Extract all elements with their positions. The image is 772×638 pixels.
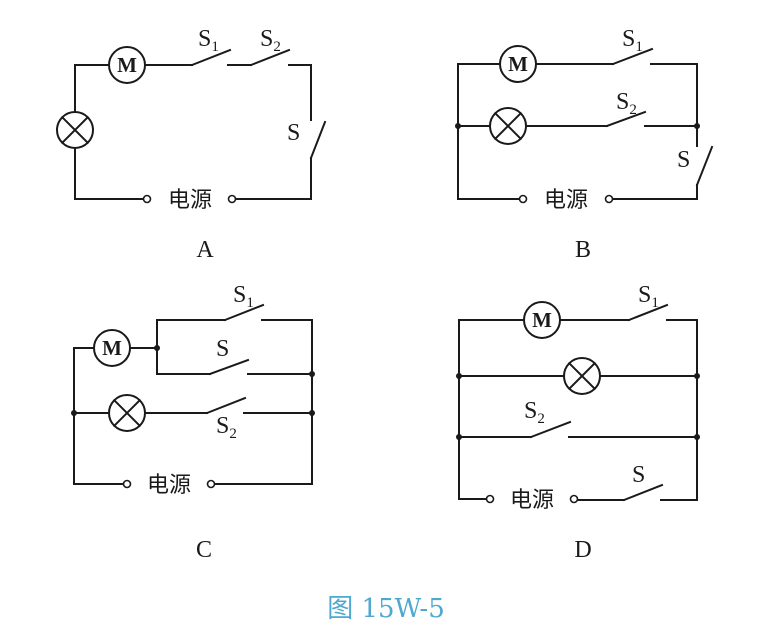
switch-label: S: [287, 120, 300, 146]
switch-label: S1: [233, 282, 254, 311]
power-terminal: [485, 494, 495, 504]
switch-label: S1: [622, 26, 643, 55]
motor-symbol: M: [93, 329, 131, 367]
lamp-icon: [489, 107, 527, 145]
switch-label: S2: [260, 26, 281, 55]
circuit-b: M 电源 S1 S2 S B: [455, 26, 714, 263]
power-terminal: [227, 194, 237, 204]
wire: [458, 319, 525, 500]
motor-label: M: [117, 53, 137, 77]
wire: [612, 184, 698, 200]
power-terminal: [604, 194, 614, 204]
switch-label: S1: [638, 282, 659, 311]
motor-label: M: [508, 52, 528, 76]
motor-symbol: M: [108, 46, 146, 84]
motor-label: M: [102, 336, 122, 360]
circuit-c: M 电源 S1 S S2 C: [71, 282, 315, 563]
motor-label: M: [532, 308, 552, 332]
junction-dot: [456, 434, 462, 440]
switch-s2-blade: [529, 420, 572, 439]
switch-label: S2: [524, 398, 545, 427]
junction-dot: [694, 434, 700, 440]
wire: [214, 319, 313, 485]
switch-label: S2: [216, 413, 237, 442]
switch-s-blade: [208, 358, 250, 376]
motor-symbol: M: [499, 45, 537, 83]
lamp-icon: [563, 357, 601, 395]
circuit-d: M 电源 S1 S2 S D: [456, 282, 700, 563]
power-source-label: 电源: [168, 188, 212, 213]
wire: [74, 147, 145, 200]
option-label: A: [196, 237, 214, 263]
lamp-icon: [108, 394, 146, 432]
motor-symbol: M: [523, 301, 561, 339]
wire: [234, 157, 312, 200]
power-terminal: [122, 479, 132, 489]
power-source-label: 电源: [544, 188, 588, 213]
option-label: C: [196, 537, 212, 563]
switch-label: S1: [198, 26, 219, 55]
wire: [650, 63, 698, 147]
figure-caption: 图 15W-5: [327, 594, 445, 624]
power-terminal: [569, 494, 579, 504]
wire: [74, 64, 110, 113]
switch-s1-blade: [611, 47, 654, 66]
switch-s-blade: [309, 120, 327, 160]
wire: [457, 63, 520, 200]
wire: [156, 319, 226, 375]
switch-label: S: [216, 336, 229, 362]
switch-s1-blade: [190, 48, 232, 67]
option-label: D: [574, 537, 591, 563]
option-label: B: [575, 237, 591, 263]
junction-dot: [309, 371, 315, 377]
power-terminal: [518, 194, 528, 204]
power-source-label: 电源: [147, 473, 191, 498]
junction-dot: [456, 373, 462, 379]
switch-s2-blade: [605, 110, 647, 128]
lamp-icon: [56, 111, 94, 149]
switch-s-blade: [695, 145, 714, 187]
circuit-a: M 电源 S1 S2 S A: [56, 26, 327, 263]
switch-s2-blade: [205, 396, 247, 415]
wire: [288, 64, 312, 121]
switch-s1-blade: [627, 303, 669, 322]
switch-s-blade: [622, 483, 664, 502]
wire: [660, 319, 698, 501]
switch-label: S: [632, 462, 645, 488]
power-source-label: 电源: [510, 488, 554, 513]
switch-s2-blade: [249, 48, 291, 67]
switch-label: S: [677, 147, 690, 173]
power-terminal: [206, 479, 216, 489]
power-terminal: [142, 194, 152, 204]
switch-s1-blade: [223, 303, 265, 322]
junction-dot: [694, 123, 700, 129]
junction-dot: [71, 410, 77, 416]
junction-dot: [694, 373, 700, 379]
junction-dot: [455, 123, 461, 129]
switch-label: S2: [616, 89, 637, 118]
junction-dot: [309, 410, 315, 416]
junction-dot: [154, 345, 160, 351]
